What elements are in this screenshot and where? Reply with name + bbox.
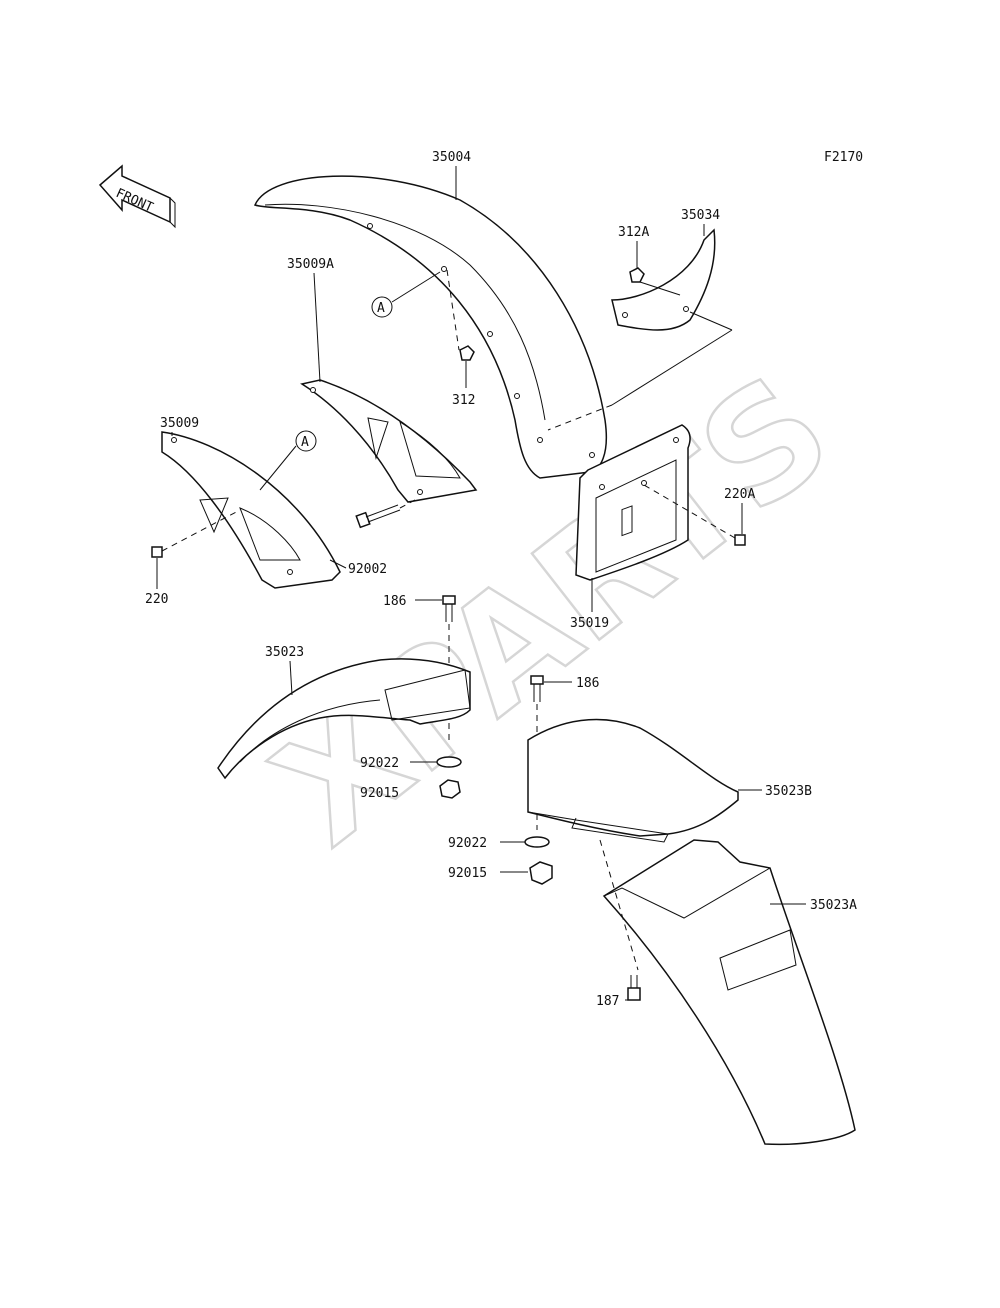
label-186-right: 186 — [576, 676, 599, 691]
label-35009A: 35009A — [287, 257, 334, 272]
nut-92015-left — [439, 779, 461, 799]
label-35004: 35004 — [432, 150, 471, 165]
label-92015-right: 92015 — [448, 866, 487, 881]
bracket-35034 — [611, 228, 716, 331]
bolt-186-right — [530, 675, 544, 702]
bolt-187 — [627, 975, 641, 1001]
label-92022-right: 92022 — [448, 836, 487, 851]
label-35009: 35009 — [160, 416, 199, 431]
front-arrow-icon — [98, 164, 171, 224]
bolt-220A — [734, 534, 746, 546]
callout-a-mid — [295, 430, 317, 452]
label-35023A: 35023A — [810, 898, 857, 913]
bolt-186-left — [442, 595, 456, 622]
rear-fender-35023 — [217, 658, 471, 780]
rear-fender-35023A — [599, 839, 856, 1146]
nut-312A — [629, 267, 645, 283]
figure-code: F2170 — [824, 150, 863, 165]
label-220A: 220A — [724, 487, 755, 502]
bracket-35009 — [161, 431, 341, 589]
label-35023B: 35023B — [765, 784, 812, 799]
label-92015-left: 92015 — [360, 786, 399, 801]
front-fender-35004 — [253, 175, 607, 479]
label-35019: 35019 — [570, 616, 609, 631]
callout-a-top — [371, 296, 393, 318]
washer-92022-right — [524, 836, 550, 848]
label-35034: 35034 — [681, 208, 720, 223]
bolt-220 — [151, 546, 163, 558]
label-312A: 312A — [618, 225, 649, 240]
front-direction-arrow: FRONT — [98, 164, 176, 229]
label-92002: 92002 — [348, 562, 387, 577]
nut-92015-right — [529, 861, 553, 885]
label-92022-left: 92022 — [360, 756, 399, 771]
bracket-35009A — [300, 379, 478, 503]
callout-a-mid-label: A — [301, 435, 309, 450]
label-35023: 35023 — [265, 645, 304, 660]
bolt-92002-upper — [355, 504, 401, 529]
rear-fender-35023B — [527, 718, 739, 843]
label-312: 312 — [452, 393, 475, 408]
label-186-left: 186 — [383, 594, 406, 609]
label-187: 187 — [596, 994, 619, 1009]
callout-a-top-label: A — [377, 301, 385, 316]
label-220: 220 — [145, 592, 168, 607]
nut-312 — [459, 345, 475, 361]
washer-92022-left — [436, 756, 462, 768]
license-plate-35019 — [575, 424, 691, 581]
